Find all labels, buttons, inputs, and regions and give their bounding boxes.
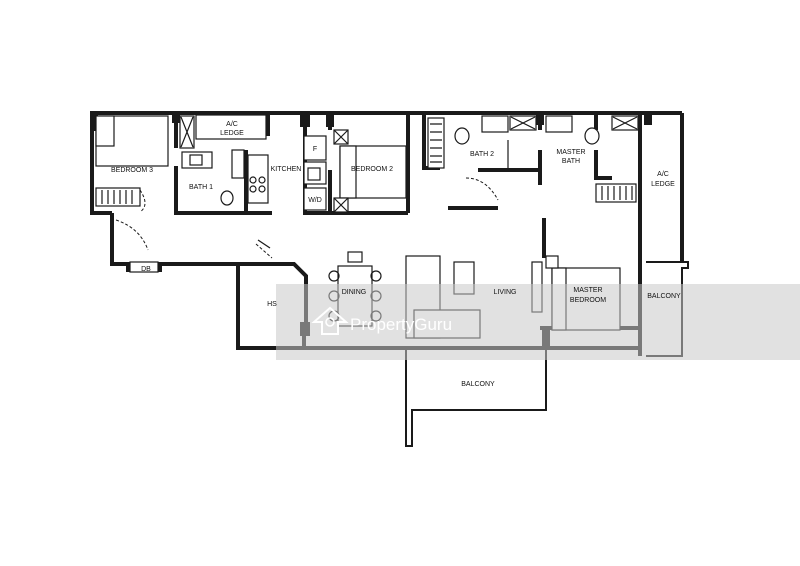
- wardrobe-bedroom3: [95, 187, 141, 207]
- bottom-balcony: [405, 348, 547, 447]
- label-hs: HS: [267, 301, 277, 308]
- label-master-bedroom-1: MASTER: [573, 287, 602, 294]
- label-balcony-bottom: BALCONY: [461, 381, 495, 388]
- label-dining: DINING: [342, 289, 367, 296]
- label-bedroom3: BEDROOM 3: [111, 167, 153, 174]
- label-wd: W/D: [308, 197, 322, 204]
- stove-icon: [249, 176, 257, 184]
- label-ac-ledge-right-2: LEDGE: [651, 181, 675, 188]
- label-bath1: BATH 1: [189, 184, 213, 191]
- ac-ledge-left-box: [195, 114, 267, 140]
- label-master-bath-1: MASTER: [556, 149, 585, 156]
- basin-master-bath: [545, 115, 573, 133]
- toilet-master-bath-icon: [584, 127, 600, 145]
- toilet-bath1-icon: [220, 190, 234, 206]
- wardrobe-master: [595, 183, 637, 203]
- pillow-icon: [95, 115, 115, 147]
- toilet-bath2-icon: [454, 127, 470, 145]
- label-kitchen: KITCHEN: [271, 166, 302, 173]
- bedside-master-icon: [545, 255, 559, 269]
- shower-bath1: [231, 149, 245, 179]
- basin-bath2: [481, 115, 509, 133]
- propertyguru-logo-icon: [311, 306, 349, 335]
- label-bedroom2: BEDROOM 2: [351, 166, 393, 173]
- db-box: [129, 261, 159, 273]
- watermark-text: PropertyGuru: [350, 315, 452, 334]
- label-balcony-right: BALCONY: [647, 293, 681, 300]
- label-db: DB: [141, 266, 151, 273]
- label-ac-ledge-left-1: A/C: [226, 121, 238, 128]
- watermark: PropertyGuru: [276, 284, 800, 360]
- label-master-bath-2: BATH: [562, 158, 580, 165]
- label-ac-ledge-right-1: A/C: [657, 171, 669, 178]
- label-ac-ledge-left-2: LEDGE: [220, 130, 244, 137]
- label-living: LIVING: [494, 289, 517, 296]
- kitchen-counter: [247, 154, 269, 204]
- wardrobe-bedroom2: [427, 117, 445, 169]
- room-labels: BEDROOM 3 A/C LEDGE BATH 1 KITCHEN F W/D…: [111, 121, 681, 388]
- fridge-box: [303, 135, 327, 161]
- washer-dryer-box: [303, 187, 327, 211]
- label-fridge: F: [313, 146, 317, 153]
- label-bath2: BATH 2: [470, 151, 494, 158]
- label-master-bedroom-2: BEDROOM: [570, 297, 606, 304]
